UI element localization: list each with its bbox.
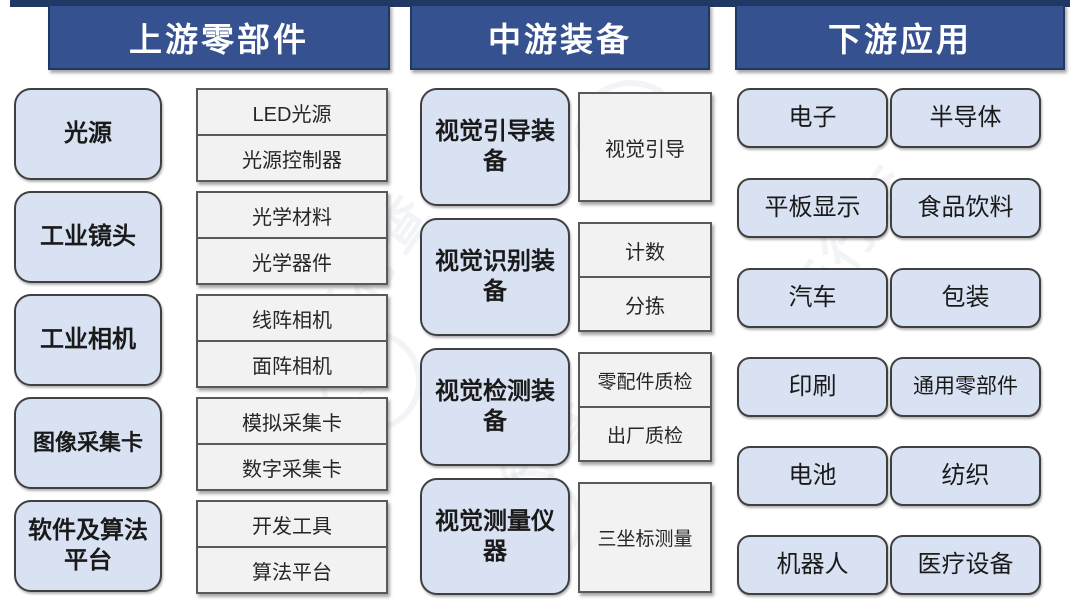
upstream-items-frame-grabber: 模拟采集卡 数字采集卡 [196, 397, 388, 491]
top-divider-bar [10, 0, 1070, 7]
item-line-scan-camera: 线阵相机 [252, 309, 332, 332]
upstream-category-industrial-lens: 工业镜头 [14, 191, 162, 283]
downstream-app-food-beverage: 食品饮料 [890, 178, 1041, 238]
midstream-items-vision-guidance: 视觉引导 [578, 92, 712, 202]
downstream-app-printing: 印刷 [737, 357, 888, 417]
midstream-items-vision-recognition: 计数 分拣 [578, 222, 712, 332]
item-parts-qc: 零配件质检 [597, 371, 693, 393]
downstream-app-packaging: 包装 [890, 268, 1041, 328]
downstream-app-textile: 纺织 [890, 446, 1041, 506]
upstream-items-software-platform: 开发工具 算法平台 [196, 500, 388, 594]
downstream-app-general-parts: 通用零部件 [890, 357, 1041, 417]
upstream-category-light-source: 光源 [14, 88, 162, 180]
item-vision-guidance: 视觉引导 [605, 138, 685, 161]
upstream-items-industrial-camera: 线阵相机 面阵相机 [196, 294, 388, 388]
upstream-items-light-source: LED光源 光源控制器 [196, 88, 388, 182]
item-area-scan-camera: 面阵相机 [198, 340, 386, 386]
upstream-category-frame-grabber: 图像采集卡 [14, 397, 162, 489]
upstream-category-software-platform: 软件及算法平台 [14, 500, 162, 592]
downstream-app-medical-devices: 医疗设备 [890, 535, 1041, 595]
item-optical-device: 光学器件 [198, 237, 386, 283]
midstream-category-vision-measuring: 视觉测量仪器 [420, 478, 570, 595]
item-sorting: 分拣 [580, 276, 710, 330]
downstream-app-electronics: 电子 [737, 88, 888, 148]
item-cmm-measurement: 三坐标测量 [597, 529, 693, 550]
downstream-header: 下游应用 [735, 4, 1065, 70]
downstream-app-battery: 电池 [737, 446, 888, 506]
item-algorithm-platform: 算法平台 [198, 546, 386, 592]
downstream-app-automotive: 汽车 [737, 268, 888, 328]
downstream-app-flat-panel: 平板显示 [737, 178, 888, 238]
midstream-category-vision-inspection: 视觉检测装备 [420, 348, 570, 466]
midstream-category-vision-guidance: 视觉引导装备 [420, 88, 570, 206]
midstream-items-vision-inspection: 零配件质检 出厂质检 [578, 352, 712, 462]
midstream-header: 中游装备 [410, 4, 710, 70]
item-factory-qc: 出厂质检 [580, 406, 710, 460]
item-light-controller: 光源控制器 [198, 134, 386, 180]
item-analog-grabber: 模拟采集卡 [242, 412, 342, 435]
midstream-items-vision-measuring: 三坐标测量 [578, 482, 712, 593]
item-digital-grabber: 数字采集卡 [198, 443, 386, 489]
item-dev-tools: 开发工具 [252, 515, 332, 538]
item-counting: 计数 [625, 241, 665, 264]
item-optical-material: 光学材料 [252, 206, 332, 229]
upstream-items-industrial-lens: 光学材料 光学器件 [196, 191, 388, 285]
upstream-category-industrial-camera: 工业相机 [14, 294, 162, 386]
midstream-category-vision-recognition: 视觉识别装备 [420, 218, 570, 336]
downstream-app-robotics: 机器人 [737, 535, 888, 595]
item-led-light: LED光源 [252, 103, 332, 126]
upstream-header: 上游零部件 [48, 4, 390, 70]
downstream-app-semiconductor: 半导体 [890, 88, 1041, 148]
